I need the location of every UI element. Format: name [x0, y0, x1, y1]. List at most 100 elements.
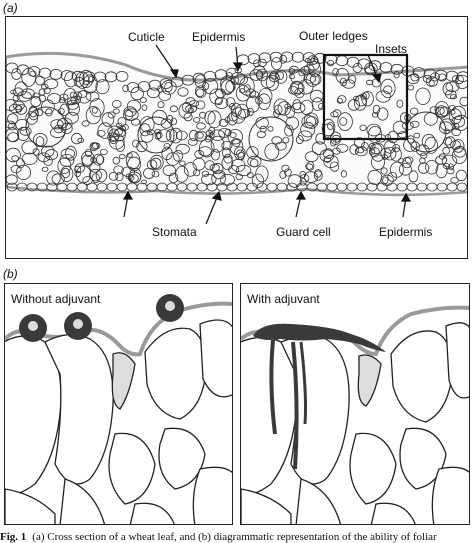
label-epidermis-top: Epidermis	[192, 30, 246, 44]
leaf-cell	[195, 88, 205, 97]
leaf-cell	[41, 99, 55, 115]
leaf-cell	[337, 95, 347, 104]
leaf-cell	[228, 165, 240, 175]
label-cuticle: Cuticle	[128, 30, 165, 44]
without-adjuvant-title: Without adjuvant	[11, 292, 101, 306]
leaf-cell	[389, 161, 404, 178]
with-adjuvant-drawing	[241, 305, 469, 524]
leaf-cell	[295, 135, 304, 145]
leaf-cell	[251, 173, 265, 189]
leaf-cell	[199, 111, 207, 119]
leaf-cell	[170, 117, 177, 126]
leaf-cell	[232, 138, 241, 148]
leaf-cell	[77, 137, 85, 144]
leaf-cell	[381, 154, 388, 160]
leaf-cell	[311, 141, 327, 155]
leaf-cell	[173, 150, 184, 162]
leaf-cell	[118, 154, 126, 160]
leaf-cell	[192, 117, 201, 123]
epidermal-cell	[38, 67, 52, 79]
leaf-cell	[6, 99, 17, 112]
leaf-cell	[329, 161, 340, 172]
leaf-cell	[330, 111, 339, 118]
leaf-cell	[450, 105, 466, 120]
leaf-cell	[257, 93, 271, 110]
epidermal-cell	[313, 52, 327, 64]
leaf-cell	[284, 124, 294, 137]
leaf-cell	[321, 118, 336, 137]
leaf-cell	[442, 146, 451, 155]
penetration-channel	[299, 341, 307, 425]
leaf-cell	[369, 143, 383, 155]
leaf-cell	[7, 132, 20, 143]
leaf-cell	[352, 62, 363, 73]
leaf-cell	[58, 97, 66, 104]
leaf-cell	[175, 166, 189, 183]
epidermal-cell	[357, 58, 371, 70]
leaf-cell	[319, 149, 335, 162]
leaf-cell	[204, 134, 212, 143]
leaf-cell	[267, 126, 274, 132]
leaf-cell	[408, 170, 419, 183]
mesophyll-cells	[6, 51, 467, 192]
leaf-cell	[340, 170, 347, 178]
leaf-cell	[15, 105, 23, 113]
leaf-cell	[222, 147, 231, 159]
leaf-cell	[151, 170, 160, 178]
leaf-cell	[146, 129, 155, 136]
leaf-cell	[269, 71, 279, 80]
leaf-cell	[164, 82, 173, 93]
leaf-cell	[115, 122, 123, 129]
epidermal-cell	[148, 79, 162, 91]
leaf-cell	[113, 165, 124, 175]
leaf-cell	[81, 120, 90, 127]
leaf-cell	[96, 154, 105, 165]
leaf-cell	[376, 107, 389, 121]
figure-number: Fig. 1	[0, 531, 27, 543]
leaf-cell	[420, 152, 428, 159]
leaf-cell	[89, 168, 102, 182]
leaf-cell	[53, 124, 64, 134]
leaf-cell	[290, 69, 306, 85]
leaf-cell	[354, 146, 368, 157]
leaf-cell	[214, 97, 229, 109]
leaf-cell	[415, 87, 431, 106]
leaf-cell	[306, 58, 320, 71]
leaf-cell	[336, 143, 349, 153]
leaf-cell	[218, 128, 231, 138]
leaf-cell	[403, 138, 417, 152]
leaf-cell	[453, 122, 460, 130]
leaf-cell	[380, 78, 396, 99]
inset-box	[322, 53, 409, 141]
leaf-cell	[59, 103, 70, 117]
epidermal-cells	[241, 322, 469, 524]
leaf-cell	[235, 103, 249, 120]
leaf-cell	[348, 75, 357, 84]
leaf-cell	[410, 120, 420, 128]
leaf-cell	[271, 136, 283, 145]
leaf-cell	[115, 139, 126, 152]
leaf-cell	[126, 152, 133, 158]
leaf-cell	[10, 164, 22, 173]
leaf-cell	[136, 140, 148, 153]
leaf-cell	[130, 86, 144, 101]
leaf-cell	[221, 155, 234, 171]
leaf-cell	[300, 66, 311, 75]
leaf-cell	[57, 157, 72, 174]
leaf-cell	[332, 109, 342, 118]
leaf-cell	[11, 155, 20, 162]
leaf-cell	[161, 146, 173, 161]
leaf-cell	[243, 84, 251, 93]
leaf-cell	[298, 68, 306, 77]
leaf-cell	[442, 82, 454, 96]
epidermal-cell	[291, 51, 305, 63]
leaf-cell	[149, 154, 164, 171]
leaf-cell	[362, 91, 370, 100]
vascular-bundle	[137, 116, 175, 154]
epidermal-cell	[82, 71, 96, 83]
leaf-cell	[353, 95, 367, 111]
leaf-cell	[20, 88, 35, 99]
epidermal-cell	[203, 71, 217, 82]
leaf-cell	[371, 154, 385, 171]
leaf-cell	[255, 70, 264, 80]
